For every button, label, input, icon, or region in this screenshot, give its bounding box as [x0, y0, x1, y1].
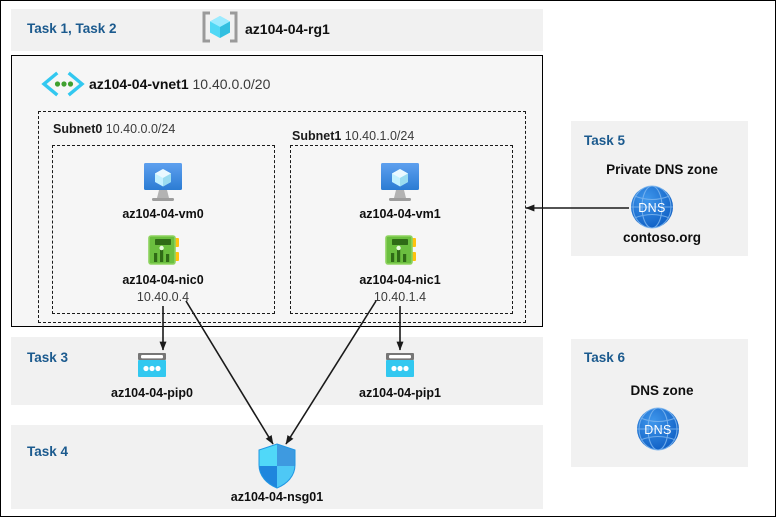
network-interface-icon: [141, 233, 185, 269]
vnet-cidr: 10.40.0.0/20: [192, 76, 271, 92]
task-label-public-ip: Task 3: [27, 350, 69, 365]
public-ip-address-icon: [135, 351, 169, 381]
vnet-name: az104-04-vnet1: [89, 76, 189, 92]
virtual-machine-icon: [139, 161, 187, 203]
nic1-ip: 10.40.1.4: [373, 290, 427, 304]
vm0-label: az104-04-vm0: [122, 207, 204, 221]
nic1-label: az104-04-nic1: [359, 273, 441, 287]
vnet-title: az104-04-vnet1 10.40.0.0/20: [89, 76, 270, 92]
subnet0-label: Subnet0 10.40.0.0/24: [53, 122, 175, 136]
vm1-label: az104-04-vm1: [359, 207, 441, 221]
private-dns-zone-name: contoso.org: [623, 230, 701, 245]
subnet1-name: Subnet1: [292, 129, 342, 143]
pip1-label: az104-04-pip1: [359, 386, 441, 400]
virtual-network-icon: [40, 71, 86, 97]
network-interface-icon: [378, 233, 422, 269]
virtual-machine-icon: [376, 161, 424, 203]
dns-zone-heading: DNS zone: [630, 383, 694, 398]
nic0-ip: 10.40.0.4: [136, 290, 190, 304]
resource-group-icon: [201, 11, 239, 43]
vnet-container: [11, 55, 543, 327]
subnet1-label: Subnet1 10.40.1.0/24: [292, 129, 414, 143]
dns-icon-text: DNS: [638, 201, 666, 215]
pip0-label: az104-04-pip0: [111, 386, 193, 400]
subnet1-boundary: [290, 145, 513, 314]
resource-group-header-panel: [11, 9, 543, 51]
subnet1-cidr: 10.40.1.0/24: [344, 129, 415, 143]
nic0-label: az104-04-nic0: [122, 273, 204, 287]
subnet0-name: Subnet0: [53, 122, 103, 136]
task-label-private-dns-zone: Task 5: [584, 133, 626, 148]
resource-group-name-text: az104-04-rg1: [245, 21, 330, 37]
public-ip-address-icon: [383, 351, 417, 381]
dns-icon-text: DNS: [644, 423, 672, 437]
dns-zone-icon: DNS: [629, 184, 675, 230]
task-label-resource-group: Task 1, Task 2: [27, 21, 117, 36]
private-dns-zone-heading: Private DNS zone: [606, 162, 718, 177]
nsg-label: az104-04-nsg01: [230, 490, 324, 504]
task-label-dns-zone: Task 6: [584, 350, 626, 365]
public-ip-panel: [11, 337, 543, 405]
dns-zone-icon: DNS: [635, 406, 681, 452]
task-label-nsg: Task 4: [27, 444, 69, 459]
resource-group-name: az104-04-rg1: [245, 21, 330, 37]
network-security-group-icon: [256, 443, 298, 489]
subnets-outer-boundary: [38, 111, 526, 323]
subnet0-cidr: 10.40.0.0/24: [105, 122, 176, 136]
